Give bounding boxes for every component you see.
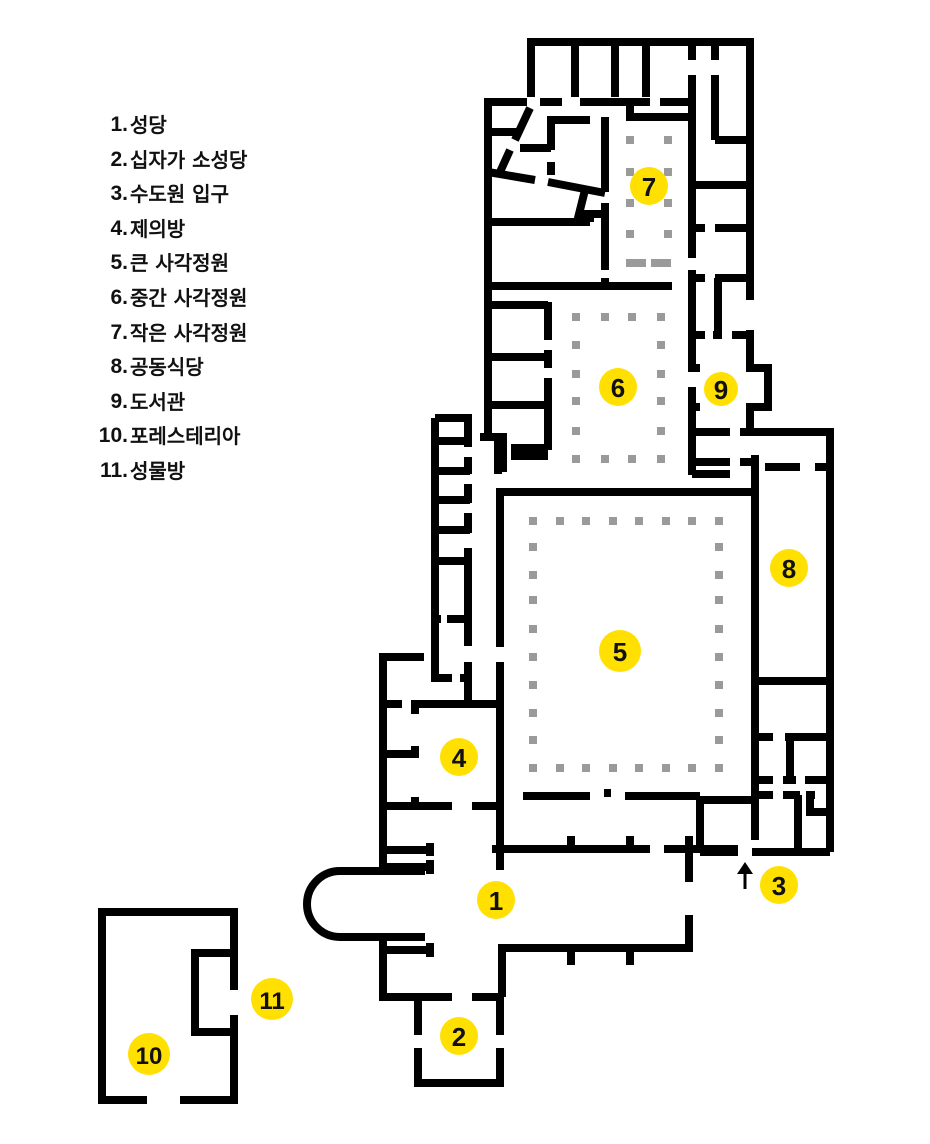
legend-number: 1. — [110, 113, 128, 136]
legend-item-11: 11.성물방 — [70, 454, 310, 489]
marker-label: 3 — [772, 871, 786, 901]
legend-number: 7. — [110, 320, 128, 344]
legend-label: 수도원 입구 — [130, 182, 229, 207]
legend-label: 큰 사각정원 — [130, 251, 229, 276]
legend-label: 포레스테리아 — [130, 424, 241, 449]
columns-cloister-6 — [572, 313, 665, 463]
legend-label: 십자가 소성당 — [130, 147, 248, 172]
legend-item-3: 3.수도원 입구 — [70, 177, 310, 212]
marker-label: 8 — [782, 554, 796, 584]
legend-label: 공동식당 — [130, 355, 204, 380]
marker-10: 10 — [128, 1033, 170, 1075]
marker-5: 5 — [599, 630, 641, 672]
legend-number: 4. — [110, 216, 128, 240]
marker-label: 7 — [642, 172, 656, 202]
marker-label: 9 — [714, 375, 728, 405]
legend-item-10: 10.포레스테리아 — [70, 419, 310, 454]
legend-item-1: 1.성당 — [70, 108, 310, 143]
marker-label: 11 — [259, 988, 284, 1015]
marker-6: 6 — [599, 368, 637, 406]
marker-7: 7 — [630, 167, 668, 205]
legend-number: 6. — [110, 285, 128, 309]
legend-item-5: 5.큰 사각정원 — [70, 246, 310, 281]
legend-item-4: 4.제의방 — [70, 212, 310, 247]
legend-label: 성물방 — [130, 458, 186, 483]
legend-label: 작은 사각정원 — [130, 320, 248, 345]
legend-number: 2. — [110, 147, 128, 171]
legend-number: 8. — [110, 355, 128, 379]
marker-2: 2 — [440, 1017, 478, 1055]
marker-3: 3 — [760, 866, 798, 904]
marker-9: 9 — [704, 372, 738, 406]
entrance-arrow — [737, 862, 753, 889]
marker-4: 4 — [440, 738, 478, 776]
marker-label: 10 — [136, 1043, 163, 1070]
columns-cloister-7 — [626, 136, 672, 267]
marker-label: 6 — [611, 373, 625, 403]
legend-number: 9. — [110, 389, 128, 413]
legend-number: 10. — [98, 424, 128, 448]
marker-label: 1 — [489, 886, 503, 916]
legend: 1.성당 2.십자가 소성당 3.수도원 입구 4.제의방 5.큰 사각정원 6… — [70, 108, 310, 489]
marker-label: 5 — [613, 637, 627, 667]
legend-item-9: 9.도서관 — [70, 385, 310, 420]
legend-number: 3. — [110, 182, 128, 206]
marker-label: 2 — [452, 1022, 466, 1052]
legend-label: 성당 — [130, 113, 167, 137]
legend-label: 중간 사각정원 — [130, 285, 248, 310]
legend-item-6: 6.중간 사각정원 — [70, 281, 310, 316]
legend-label: 제의방 — [130, 216, 186, 241]
legend-number: 11. — [99, 458, 128, 482]
legend-item-2: 2.십자가 소성당 — [70, 143, 310, 178]
legend-label: 도서관 — [130, 389, 186, 414]
marker-11: 11 — [251, 978, 293, 1020]
marker-1: 1 — [477, 881, 515, 919]
marker-label: 4 — [452, 743, 467, 773]
columns-cloister-5 — [529, 517, 723, 772]
legend-number: 5. — [110, 251, 128, 275]
walls — [98, 38, 834, 1104]
marker-8: 8 — [770, 549, 808, 587]
legend-item-8: 8.공동식당 — [70, 350, 310, 385]
legend-item-7: 7.작은 사각정원 — [70, 316, 310, 351]
